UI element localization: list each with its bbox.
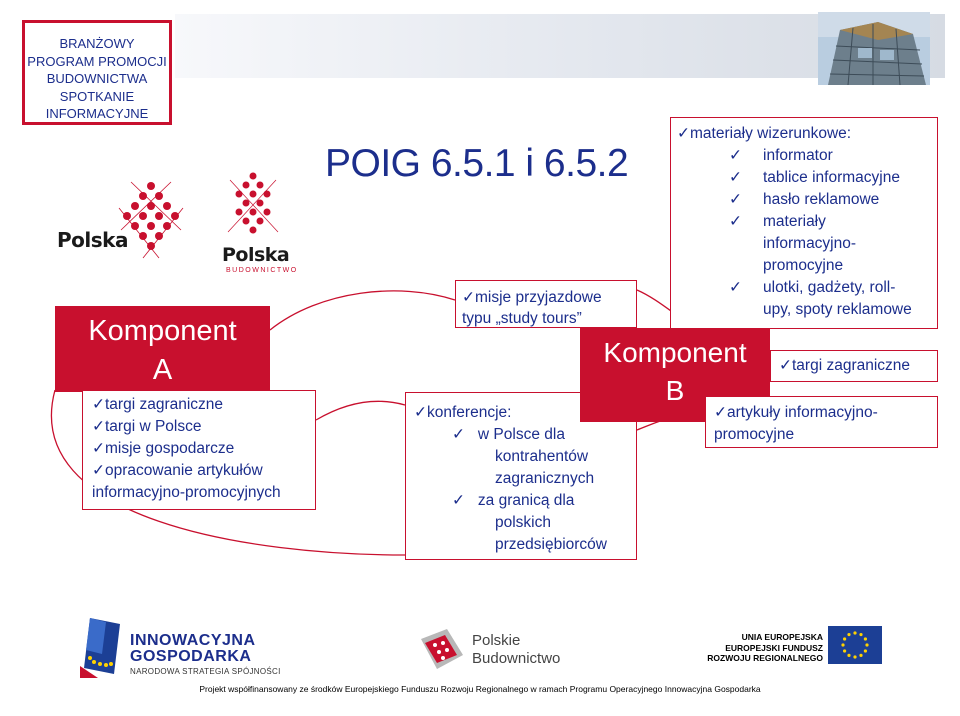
list-item-cont: promocyjne: [677, 255, 937, 277]
innowacyjna-line3: NARODOWA STRATEGIA SPÓJNOŚCI: [130, 667, 281, 676]
list-item-cont: typu „study tours”: [462, 308, 636, 329]
misje-box: ✓misje przyjazdowe typu „study tours”: [455, 280, 637, 328]
footer-text: Projekt współfinansowany ze środków Euro…: [0, 684, 960, 694]
ue-text: UNIA EUROPEJSKA EUROPEJSKI FUNDUSZ ROZWO…: [705, 632, 823, 664]
polskie-budownictwo-line2: Budownictwo: [472, 650, 560, 667]
list-item: ✓artykuły informacyjno-: [714, 402, 937, 424]
komponent-a-label: Komponent: [55, 312, 270, 351]
list-item: ✓tablice informacyjne: [677, 167, 937, 189]
list-item-cont: polskich: [414, 512, 636, 534]
ue-line: ROZWOJU REGIONALNEGO: [705, 653, 823, 664]
materialy-box: ✓materiały wizerunkowe: ✓informator ✓tab…: [670, 117, 938, 329]
check-icon: ✓: [729, 145, 742, 167]
list-item-cont: promocyjne: [714, 424, 937, 446]
polskie-budownictwo-icon: [417, 625, 467, 680]
check-icon: ✓: [92, 418, 105, 435]
check-icon: ✓: [729, 167, 742, 189]
check-icon: ✓: [714, 404, 727, 421]
eu-flag-icon: [828, 626, 882, 669]
check-icon: ✓: [729, 189, 742, 211]
check-icon: ✓: [779, 357, 792, 374]
komponent-a-list: ✓targi zagraniczne ✓targi w Polsce ✓misj…: [82, 390, 316, 510]
list-item-cont: przedsiębiorców: [414, 534, 636, 556]
list-heading: ✓materiały wizerunkowe:: [677, 123, 937, 145]
list-item: ✓misje gospodarcze: [92, 438, 315, 460]
check-icon: ✓: [414, 404, 427, 421]
check-icon: ✓: [92, 462, 105, 479]
check-icon: ✓: [452, 426, 465, 443]
list-item-cont: zagranicznych: [414, 468, 636, 490]
list-item: ✓hasło reklamowe: [677, 189, 937, 211]
list-item: ✓misje przyjazdowe: [462, 287, 636, 308]
innowacyjna-line2: GOSPODARKA: [130, 648, 251, 666]
polskie-budownictwo-line1: Polskie: [472, 632, 520, 649]
list-item: ✓targi zagraniczne: [92, 394, 315, 416]
poig-title: POIG 6.5.1 i 6.5.2: [325, 140, 628, 188]
list-item-cont: informacyjno-promocyjnych: [92, 482, 315, 504]
list-item: ✓ w Polsce dla: [414, 424, 636, 446]
ue-line: EUROPEJSKI FUNDUSZ: [705, 643, 823, 654]
list-item: ✓ za granicą dla: [414, 490, 636, 512]
check-icon: ✓: [729, 277, 742, 299]
list-item: ✓informator: [677, 145, 937, 167]
targi-box: ✓targi zagraniczne: [770, 350, 938, 382]
list-item: ✓opracowanie artykułów: [92, 460, 315, 482]
list-item-cont: kontrahentów: [414, 446, 636, 468]
komponent-b-label: Komponent: [580, 334, 770, 372]
list-item: ✓targi zagraniczne: [779, 355, 937, 377]
komponent-a-letter: A: [55, 351, 270, 390]
check-icon: ✓: [729, 211, 742, 233]
list-item: ✓materiały: [677, 211, 937, 233]
list-item: ✓targi w Polsce: [92, 416, 315, 438]
innowacyjna-gospodarka-icon: [80, 618, 126, 683]
list-item: ✓ulotki, gadżety, roll-: [677, 277, 937, 299]
check-icon: ✓: [92, 440, 105, 457]
list-item-cont: informacyjno-: [677, 233, 937, 255]
ue-line: UNIA EUROPEJSKA: [705, 632, 823, 643]
check-icon: ✓: [677, 125, 690, 142]
check-icon: ✓: [462, 289, 475, 306]
check-icon: ✓: [92, 396, 105, 413]
komponent-a-badge: Komponent A: [55, 306, 270, 392]
list-item-cont: upy, spoty reklamowe: [677, 299, 937, 321]
artykuly-box: ✓artykuły informacyjno- promocyjne: [705, 396, 938, 448]
check-icon: ✓: [452, 492, 465, 509]
